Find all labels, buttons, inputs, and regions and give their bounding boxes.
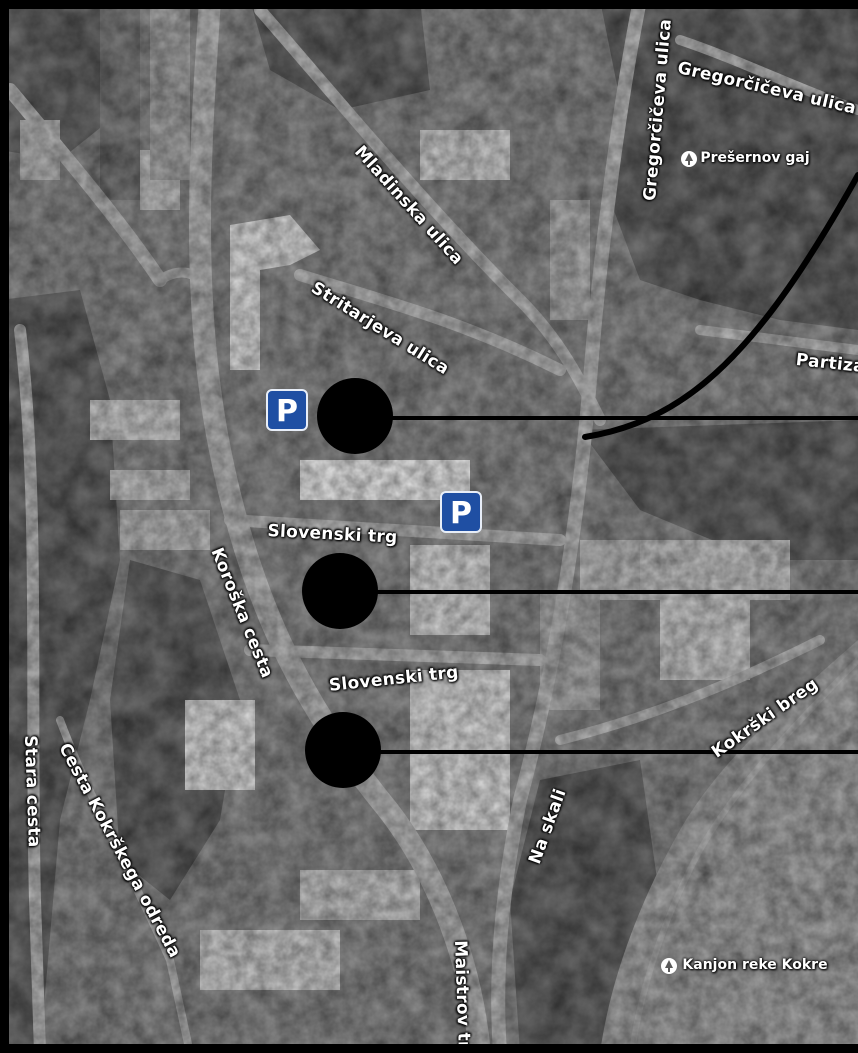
- route-line: [582, 172, 858, 440]
- poi-label: Prešernov gaj: [700, 150, 810, 166]
- poi-kanjon-reke-kokre[interactable]: Kanjon reke Kokre: [660, 957, 850, 974]
- street-label: Stara cesta: [20, 735, 44, 848]
- parking-icon[interactable]: P: [266, 389, 308, 431]
- marker-3[interactable]: [305, 712, 858, 788]
- marker-1[interactable]: [317, 378, 858, 454]
- poi-label: Kanjon reke Kokre: [682, 957, 828, 973]
- street-label: Maistrov trg: [450, 940, 475, 1053]
- marker-2[interactable]: [302, 553, 858, 629]
- tree-pin-icon: [661, 958, 677, 974]
- tree-pin-icon: [681, 151, 697, 167]
- parking-icon[interactable]: P: [440, 491, 482, 533]
- poi-preserenov-gaj[interactable]: Prešernov gaj: [680, 150, 830, 167]
